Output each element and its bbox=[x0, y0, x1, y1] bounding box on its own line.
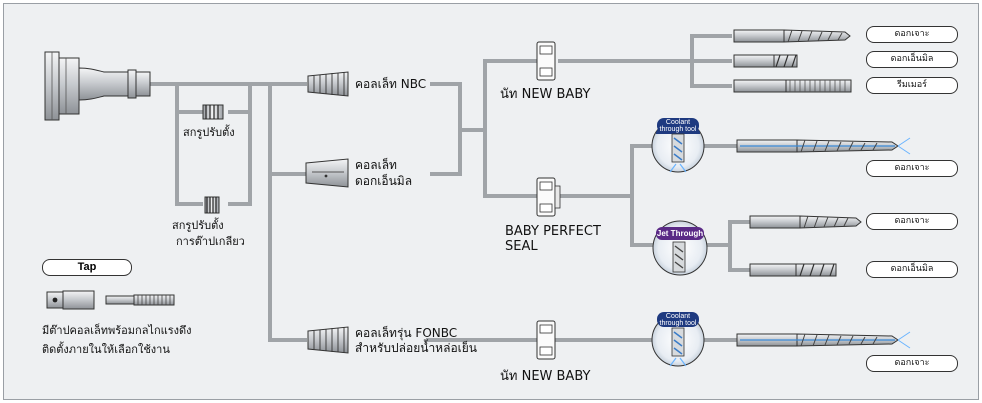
drill-2-icon bbox=[749, 215, 862, 229]
collet-fonbc-label-line2: สำหรับปล่อยน้ำหล่อเย็น bbox=[355, 341, 477, 355]
coolant-badge-1-text-line2: through tool bbox=[659, 126, 697, 133]
collet-endmill-label-line2: ดอกเอ็นมิล bbox=[355, 174, 413, 188]
coolant-through-tool-badge-1 bbox=[651, 118, 705, 173]
new-baby-nut-top-icon bbox=[536, 41, 556, 81]
tool-pill-drill-1: ดอกเจาะ bbox=[866, 26, 958, 43]
new-baby-nut-bottom-icon bbox=[536, 320, 556, 360]
tool-pill-reamer: รีมเมอร์ bbox=[866, 77, 958, 94]
tap-description-line2: ติดตั้งภายในให้เลือกใช้งาน bbox=[42, 343, 170, 356]
collet-fonbc-label-line1: คอลเล็ทรุ่น FONBC bbox=[355, 326, 458, 340]
coolant-badge-2-text-line1: Coolant bbox=[665, 313, 691, 320]
tool-pill-coolant-drill-1: ดอกเจาะ bbox=[866, 160, 958, 177]
coolant-badge-1-text-line1: Coolant bbox=[665, 119, 691, 126]
baby-perfect-seal-icon bbox=[536, 177, 561, 217]
new-baby-bottom-label: นัท NEW BABY bbox=[500, 369, 591, 384]
tap-tool-icon bbox=[105, 294, 175, 306]
collet-endmill-icon bbox=[305, 158, 349, 188]
coolant-drill-1-icon bbox=[736, 137, 911, 155]
connector-lines bbox=[148, 34, 750, 342]
collet-nbc-label: คอลเล็ท NBC bbox=[355, 77, 427, 91]
tap-description-line1: มีต๊าปคอลเล็ทพร้อมกลไกแรงดึง bbox=[42, 324, 192, 337]
tool-pill-endmill-1: ดอกเอ็นมิล bbox=[866, 51, 958, 68]
collet-nbc-icon bbox=[307, 71, 349, 97]
new-baby-top-label: นัท NEW BABY bbox=[500, 87, 591, 102]
adjust-screw-label: สกรูปรับตั้ง bbox=[183, 126, 235, 139]
tool-holder-icon bbox=[44, 51, 151, 121]
coolant-through-tool-badge-2 bbox=[651, 312, 705, 367]
tool-pill-endmill-2: ดอกเอ็นมิล bbox=[866, 261, 958, 278]
coolant-badge-2-text-line2: through tool bbox=[659, 320, 697, 327]
tap-collet-icon bbox=[46, 290, 95, 310]
drill-1-icon bbox=[733, 29, 851, 43]
collet-fonbc-icon bbox=[307, 326, 349, 354]
endmill-2-icon bbox=[749, 263, 837, 277]
baby-perfect-label-line2: SEAL bbox=[505, 239, 538, 254]
coolant-drill-2-icon bbox=[736, 331, 911, 349]
tool-pill-coolant-drill-2: ดอกเจาะ bbox=[866, 355, 958, 372]
jet-through-text: Jet Through bbox=[656, 229, 704, 238]
adjust-screw-icon bbox=[202, 104, 224, 120]
tap-title-pill: Tap bbox=[42, 259, 132, 276]
reamer-icon bbox=[733, 79, 852, 93]
collet-endmill-label-line1: คอลเล็ท bbox=[355, 158, 397, 172]
diagram-frame bbox=[3, 3, 979, 400]
adjust-screw-tap-icon bbox=[204, 196, 220, 214]
adjust-screw-tap-label-line2: การต๊าปเกลียว bbox=[176, 235, 245, 248]
tool-pill-drill-2: ดอกเจาะ bbox=[866, 213, 958, 230]
adjust-screw-tap-label-line1: สกรูปรับตั้ง bbox=[172, 219, 224, 232]
endmill-1-icon bbox=[733, 54, 798, 68]
jet-through-badge bbox=[652, 220, 708, 276]
baby-perfect-label-line1: BABY PERFECT bbox=[505, 224, 601, 239]
